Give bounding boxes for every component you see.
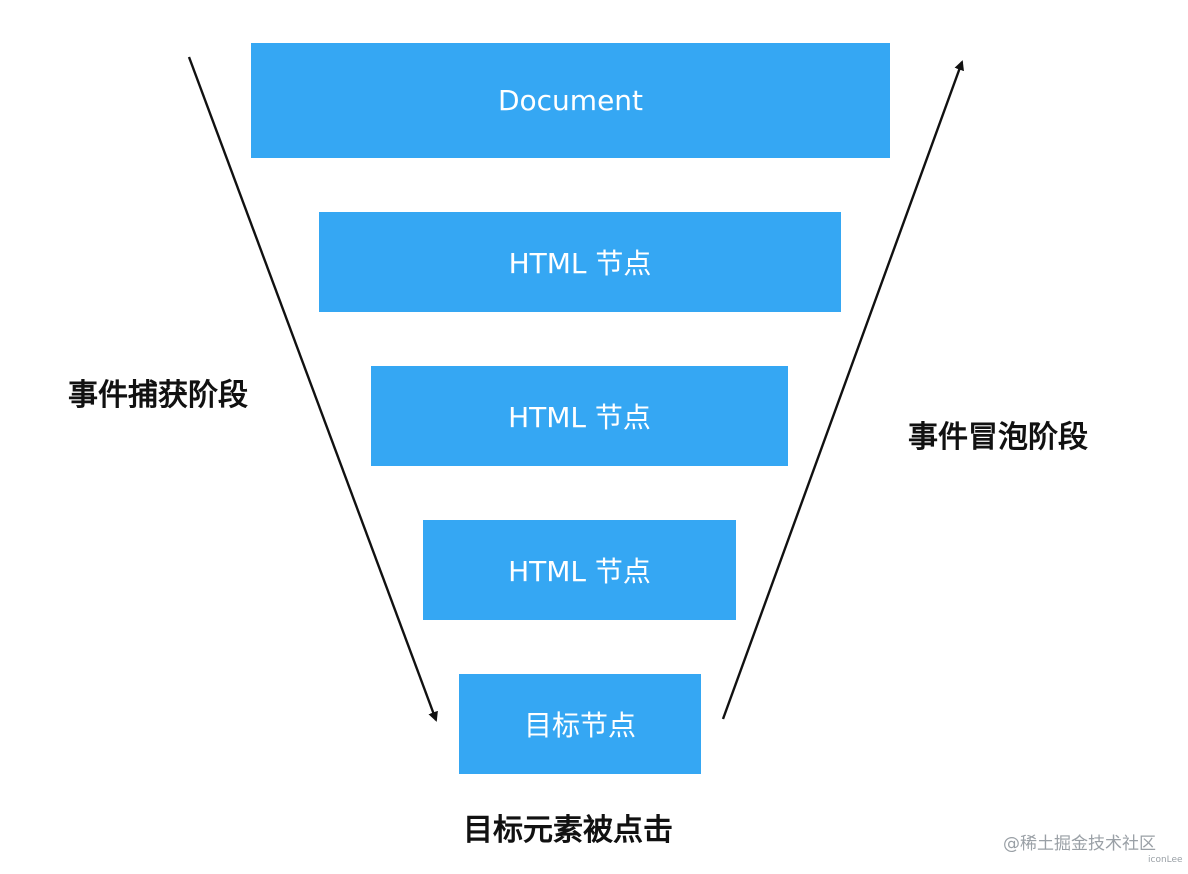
watermark-author: iconLee <box>1148 855 1183 865</box>
html-node-3-label: HTML 节点 <box>508 555 651 588</box>
html-node-1-label: HTML 节点 <box>508 247 652 280</box>
html-node-1: HTML 节点 <box>319 212 841 312</box>
html-node-3: HTML 节点 <box>423 520 736 620</box>
bubble-phase-label: 事件冒泡阶段 <box>908 420 1088 455</box>
capture-phase-label: 事件捕获阶段 <box>68 378 248 413</box>
html-node-2-label: HTML 节点 <box>508 401 651 434</box>
watermark: @稀土掘金技术社区 <box>1003 834 1156 854</box>
target-node: 目标节点 <box>459 674 701 774</box>
document-node: Document <box>251 43 890 158</box>
target-node-label: 目标节点 <box>523 709 636 742</box>
document-node-label: Document <box>497 84 644 117</box>
target-clicked-label: 目标元素被点击 <box>463 813 673 848</box>
html-node-2: HTML 节点 <box>371 366 788 466</box>
capture-arrow-icon <box>187 56 438 722</box>
bubble-arrow-icon <box>721 60 964 720</box>
